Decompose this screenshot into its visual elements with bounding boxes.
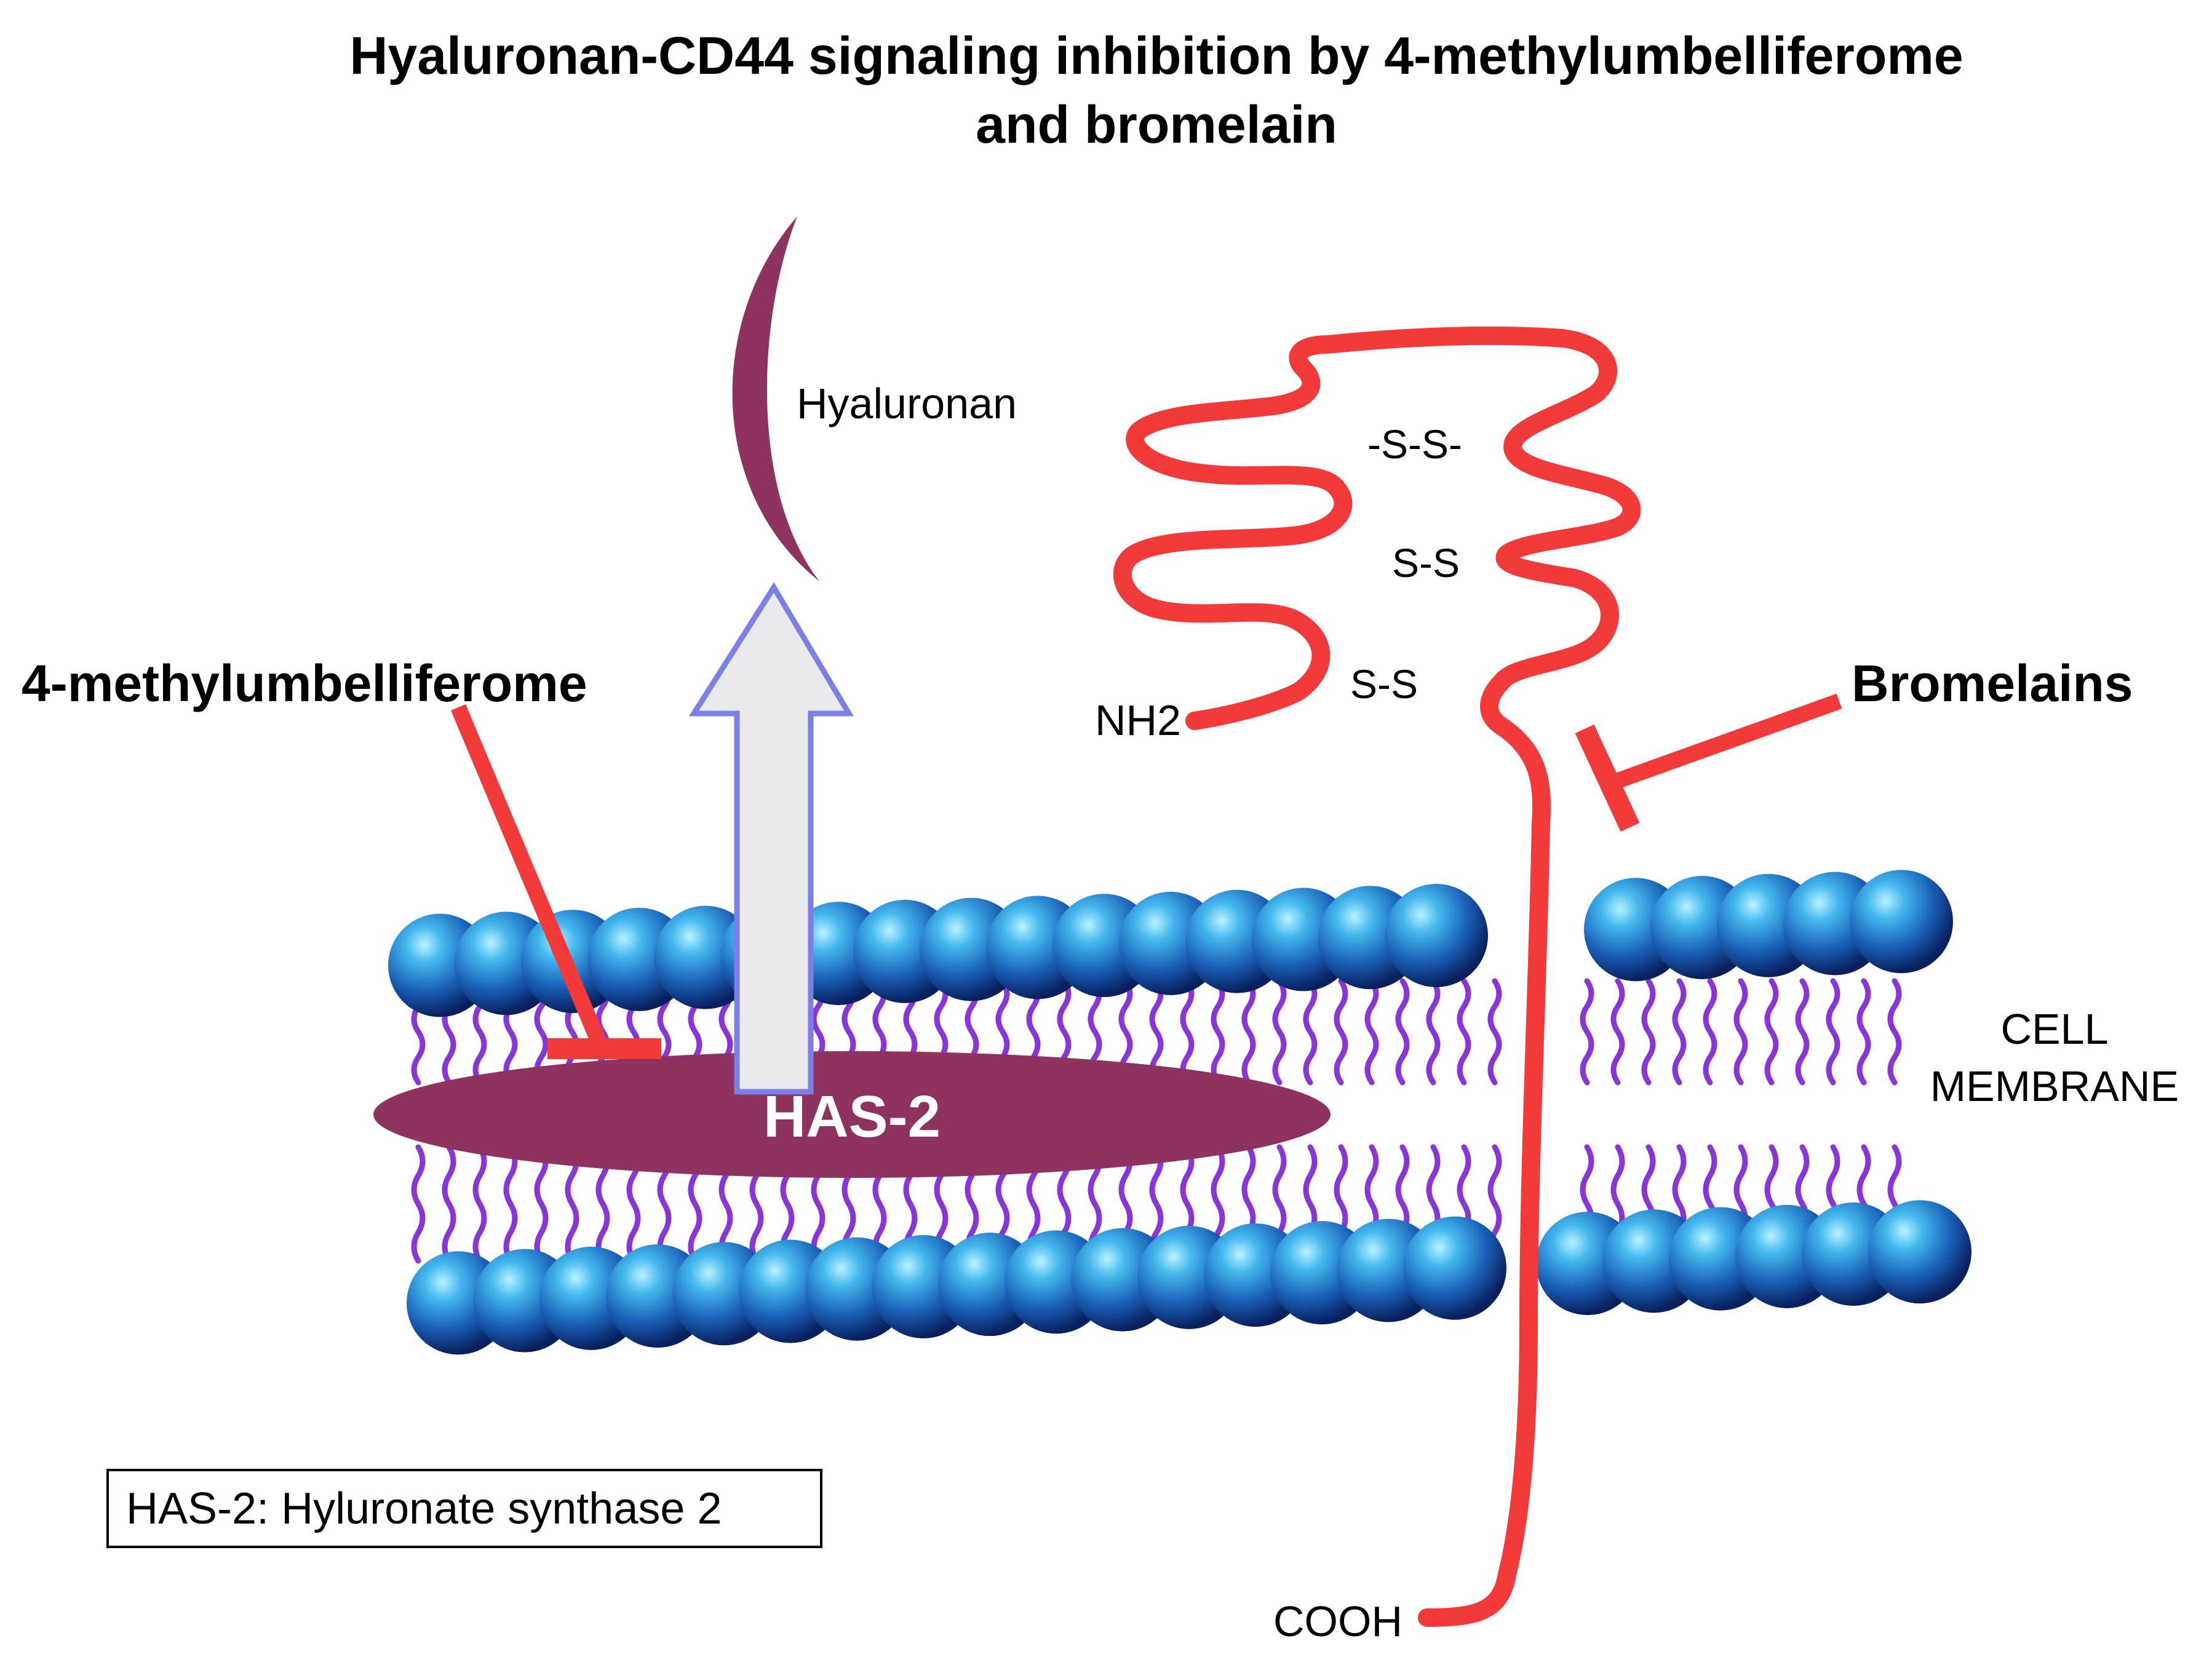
cooh-terminus-label: COOH (1273, 1597, 1402, 1645)
legend-text: HAS-2: Hyluronate synthase 2 (126, 1484, 722, 1533)
hyaluronan-export-arrow (688, 582, 854, 1095)
cell-membrane-label-line2: MEMBRANE (1930, 1062, 2179, 1110)
lipid-tail (534, 1144, 549, 1264)
lipid-tail (1733, 978, 1748, 1086)
lipid-tail (1180, 978, 1195, 1086)
hyaluronan-label: Hyaluronan (797, 379, 1017, 427)
phospholipid-head (1385, 883, 1488, 987)
phospholipid-heads-lower (407, 1200, 1971, 1355)
figure-title-line2: and bromelain (976, 95, 1337, 154)
nh2-terminus-label: NH2 (1095, 696, 1181, 744)
4mu-inhibition-line (451, 704, 607, 1048)
lipid-tail (442, 1144, 456, 1264)
lipid-tail (1795, 978, 1810, 1086)
bromelains-label: Bromelains (1852, 654, 2133, 712)
figure-title-line1: Hyaluronan-CD44 signaling inhibition by … (349, 26, 1963, 85)
disulfide-bond-3: S-S (1350, 661, 1418, 707)
lipid-tail (1703, 978, 1717, 1086)
lipid-tail (1856, 978, 1871, 1086)
lipid-tail (1303, 978, 1318, 1086)
phospholipid-head (1850, 870, 1953, 974)
lipid-tail (1826, 978, 1840, 1086)
lipid-tail (1241, 978, 1256, 1086)
has2-enzyme (373, 1051, 1331, 1178)
lipid-tail (1641, 978, 1656, 1086)
phospholipid-head (1403, 1216, 1506, 1320)
legend-box (106, 1469, 822, 1548)
has2-label: HAS-2 (763, 1084, 941, 1150)
lipid-tail (565, 1144, 579, 1264)
lipid-tail (503, 1144, 518, 1264)
lipid-tail (1334, 978, 1348, 1086)
lipid-tail (1211, 978, 1225, 1086)
lipid-tail (1426, 978, 1441, 1086)
disulfide-bond-1: -S-S- (1367, 421, 1462, 467)
cd44-receptor (1113, 326, 1641, 1627)
disulfide-bond-2: S-S (1392, 540, 1460, 586)
lipid-tail (1272, 978, 1287, 1086)
phospholipid-heads-upper (388, 870, 1953, 1017)
lipid-tail (1457, 978, 1471, 1086)
lipid-tail (472, 1144, 487, 1264)
lipid-tail (411, 1144, 426, 1264)
hyaluronan-chain (732, 217, 819, 581)
bromelain-inhibition-bar (1575, 724, 1640, 832)
4-methylumbelliferome-label: 4-methylumbelliferome (22, 654, 587, 712)
lipid-tail (1395, 978, 1410, 1086)
lipid-tail (1364, 978, 1379, 1086)
bromelain-inhibition-line (1613, 693, 1842, 789)
lipid-tail (1149, 978, 1164, 1086)
lipid-tail (1487, 978, 1502, 1086)
lipid-tail (1610, 978, 1625, 1086)
lipid-tail (1887, 978, 1902, 1086)
lipid-tail (1672, 978, 1687, 1086)
lipid-tail (1764, 978, 1779, 1086)
phospholipid-head (1868, 1200, 1971, 1304)
lipid-tail (1580, 978, 1594, 1086)
cell-membrane-label-line1: CELL (2000, 1005, 2108, 1053)
